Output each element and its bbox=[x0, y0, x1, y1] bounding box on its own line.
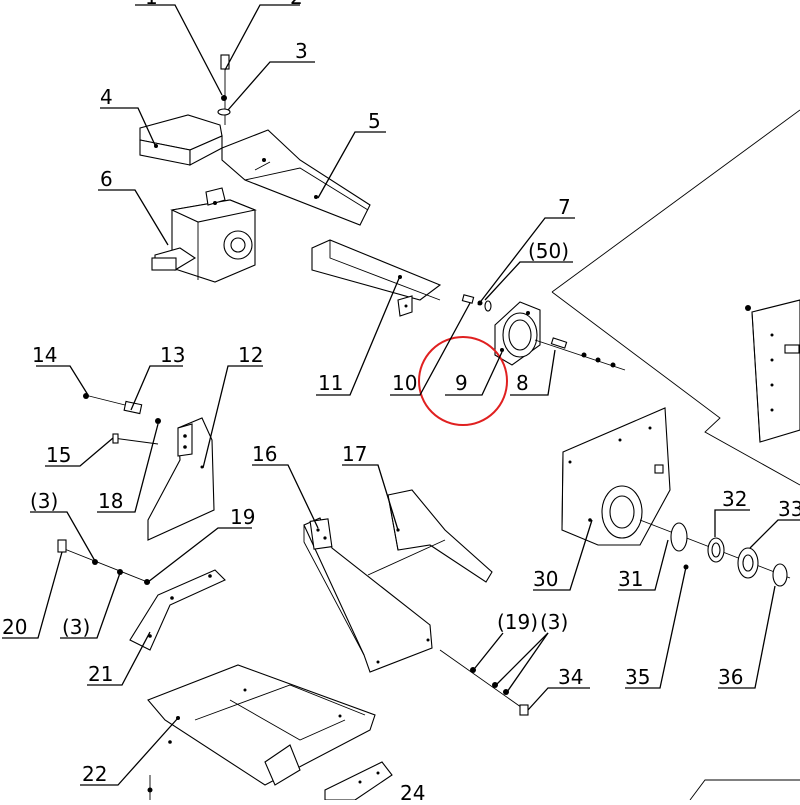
shaft-small-parts bbox=[461, 294, 492, 312]
callout-10: 10 bbox=[392, 371, 417, 395]
callout-3d: (3) bbox=[540, 610, 568, 634]
callout-3c: (3) bbox=[62, 615, 90, 639]
callout-19b: (19) bbox=[497, 610, 538, 634]
part-9-flange-bearing bbox=[494, 301, 541, 366]
parts-19-20-21 bbox=[57, 539, 226, 651]
part-24-plate bbox=[324, 761, 393, 801]
part-6-gearbox bbox=[151, 187, 257, 283]
part-30-bearing-plate bbox=[561, 407, 791, 579]
part-11-channel bbox=[311, 239, 442, 317]
callout-1: 1 bbox=[145, 0, 158, 9]
callout-24: 24 bbox=[400, 781, 425, 800]
callout-6: 6 bbox=[100, 167, 113, 191]
highlight-circle-9 bbox=[418, 336, 508, 426]
part-22-frame bbox=[147, 664, 376, 800]
callout-21: 21 bbox=[88, 662, 113, 686]
part-16-plate bbox=[303, 517, 433, 673]
callout-36: 36 bbox=[718, 665, 743, 689]
callout-20: 20 bbox=[2, 615, 27, 639]
pins-13-14-15-18 bbox=[83, 393, 161, 445]
part-8-hardware bbox=[534, 337, 626, 371]
callout-11: 11 bbox=[318, 371, 343, 395]
callout-33: 33 bbox=[778, 497, 800, 521]
callout-32: 32 bbox=[722, 487, 747, 511]
callout-19: 19 bbox=[230, 505, 255, 529]
callout-14: 14 bbox=[32, 343, 57, 367]
callout-13: 13 bbox=[160, 343, 185, 367]
callout-9: 9 bbox=[455, 371, 468, 395]
callout-15: 15 bbox=[46, 443, 71, 467]
part-17-plate bbox=[367, 489, 493, 583]
callout-34: 34 bbox=[558, 665, 583, 689]
callout-35: 35 bbox=[625, 665, 650, 689]
callout-12: 12 bbox=[238, 343, 263, 367]
callout-17: 17 bbox=[342, 442, 367, 466]
callout-4: 4 bbox=[100, 85, 113, 109]
part-34-bolt-stack bbox=[439, 649, 529, 716]
callout-5: 5 bbox=[368, 109, 381, 133]
leader-lines bbox=[2, 4, 800, 786]
callout-8: 8 bbox=[516, 371, 529, 395]
callout-50: (50) bbox=[528, 239, 569, 263]
callout-16: 16 bbox=[252, 442, 277, 466]
callout-30: 30 bbox=[533, 567, 558, 591]
callout-7: 7 bbox=[558, 195, 571, 219]
callout-2: 2 bbox=[290, 0, 303, 9]
callout-18: 18 bbox=[98, 489, 123, 513]
part-5-channel bbox=[221, 129, 371, 226]
part-12-plate bbox=[147, 417, 215, 541]
callout-22: 22 bbox=[82, 762, 107, 786]
callout-3b: (3) bbox=[30, 489, 58, 513]
side-plate-right bbox=[745, 299, 800, 443]
callout-31: 31 bbox=[618, 567, 643, 591]
bearing-stack-31-36 bbox=[670, 522, 788, 587]
main-frame-outline bbox=[551, 109, 800, 801]
part-4-bracket bbox=[139, 114, 223, 166]
callout-3: 3 bbox=[295, 39, 308, 63]
